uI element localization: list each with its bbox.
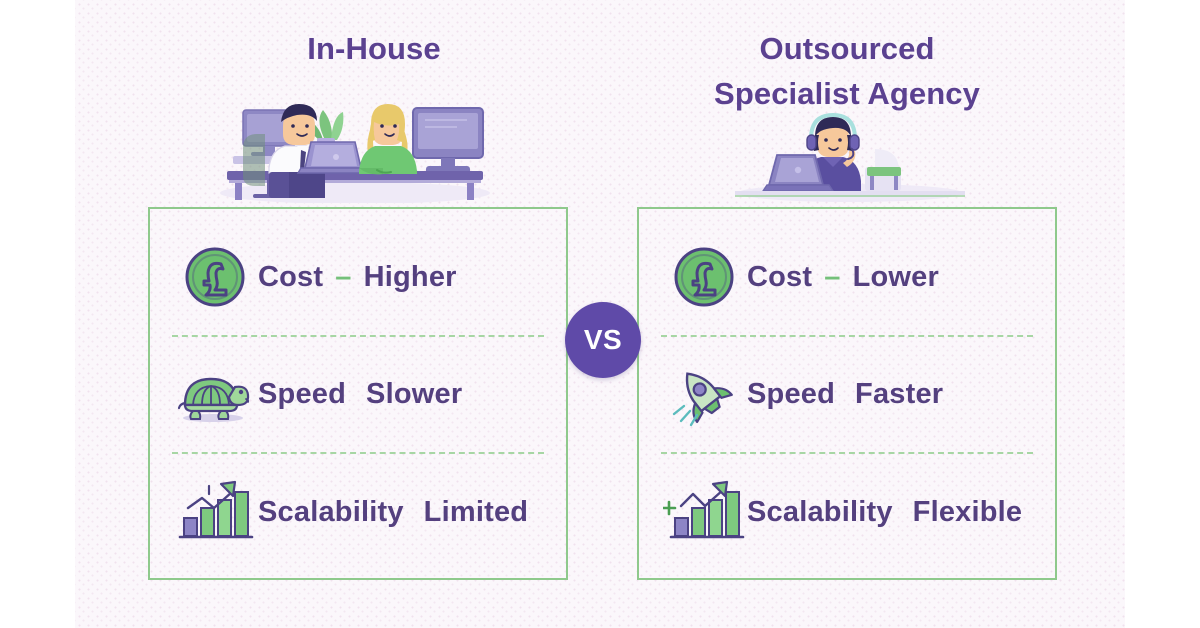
panel-right-speed-value: Faster <box>855 378 944 410</box>
panel-left-cost-value: Higher <box>363 260 457 293</box>
panel-left-speed-value: Slower <box>366 378 463 410</box>
headset-agent-at-laptop-illustration <box>735 105 965 203</box>
panel-left-divider-1 <box>172 334 544 337</box>
panel-right-scalability-label: Scalability <box>747 495 893 528</box>
comparison-panel-outsourced: Cost – Lower <box>637 207 1057 580</box>
panel-left-row-scalability: Scalability Limited <box>150 460 566 564</box>
panel-right-scalability-text: Scalability Flexible <box>747 496 1022 529</box>
comparison-panel-in-house: Cost – Higher <box>148 207 568 580</box>
rocket-icon <box>661 355 747 435</box>
panel-right-cost-text: Cost – Lower <box>747 261 939 294</box>
panel-left-row-speed: Speed Slower <box>150 343 566 447</box>
vs-badge: VS <box>565 302 641 378</box>
column-title-in-house-line-1: In-House <box>307 31 441 66</box>
panel-left-speed-label: Speed <box>258 378 347 410</box>
bar-chart-growth-icon <box>172 472 258 552</box>
two-office-workers-at-desk-illustration <box>205 78 495 204</box>
panel-right-row-speed: Speed Faster <box>639 343 1055 447</box>
panel-right-cost-separator: – <box>824 260 841 293</box>
panel-right-speed-label: Speed <box>747 378 836 410</box>
panel-right-row-cost: Cost – Lower <box>639 225 1055 329</box>
pound-coin-icon <box>661 237 747 317</box>
panel-right-divider-2 <box>661 452 1033 455</box>
panel-left-divider-2 <box>172 452 544 455</box>
panel-right-cost-label: Cost <box>747 260 813 293</box>
column-title-in-house: In-House <box>148 27 600 72</box>
column-title-outsourced-line-1: Outsourced <box>759 31 935 66</box>
bar-chart-growth-plus-icon <box>661 472 747 552</box>
panel-right-cost-value: Lower <box>852 260 939 293</box>
panel-left-row-cost: Cost – Higher <box>150 225 566 329</box>
column-title-outsourced: Outsourced Specialist Agency <box>637 27 1057 117</box>
panel-left-scalability-value: Limited <box>423 495 529 528</box>
panel-right-scalability-value: Flexible <box>912 495 1023 528</box>
panel-right-divider-1 <box>661 334 1033 337</box>
panel-right-row-scalability: Scalability Flexible <box>639 460 1055 564</box>
panel-left-scalability-label: Scalability <box>258 495 404 528</box>
panel-left-speed-text: Speed Slower <box>258 378 462 411</box>
panel-right-speed-text: Speed Faster <box>747 378 943 411</box>
vs-badge-label: VS <box>583 324 623 355</box>
pound-coin-icon <box>172 237 258 317</box>
panel-left-cost-label: Cost <box>258 260 324 293</box>
turtle-icon <box>172 355 258 435</box>
column-title-outsourced-line-2: Specialist Agency <box>714 75 980 111</box>
panel-left-cost-text: Cost – Higher <box>258 261 457 294</box>
panel-left-scalability-text: Scalability Limited <box>258 496 528 529</box>
panel-left-cost-separator: – <box>335 260 352 293</box>
